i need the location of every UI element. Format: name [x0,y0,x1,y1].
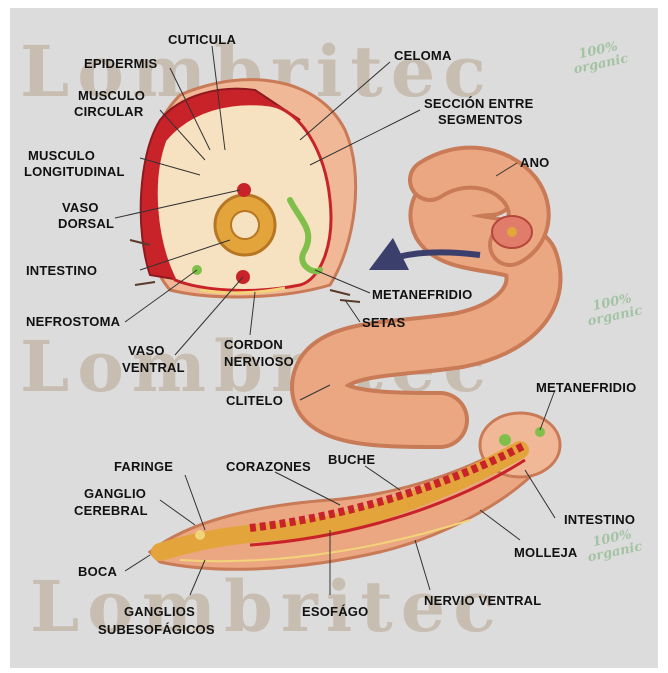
label-boca: BOCA [78,564,117,579]
label-ano: ANO [520,155,550,170]
label-faringe: FARINGE [114,459,173,474]
label-cuticula: CUTICULA [168,32,236,47]
label-musculo-longitudinal-line1: MUSCULO [28,148,95,163]
label-ganglios-subesofagicos-line1: GANGLIOS [124,604,195,619]
label-epidermis: EPIDERMIS [84,56,157,71]
label-intestino-cross-section: INTESTINO [26,263,97,278]
label-corazones: CORAZONES [226,459,311,474]
label-intestino-body: INTESTINO [564,512,635,527]
label-metanefridio-cross-section: METANEFRIDIO [372,287,472,302]
label-seccion-line1: SECCIÓN ENTRE [424,96,534,111]
label-ganglios-subesofagicos-line2: SUBESOFÁGICOS [98,622,215,637]
label-ganglio-cerebral-line2: CEREBRAL [74,503,148,518]
label-molleja: MOLLEJA [514,545,578,560]
label-musculo-circular-line1: MUSCULO [78,88,145,103]
label-musculo-longitudinal-line2: LONGITUDINAL [24,164,125,179]
label-buche: BUCHE [328,452,375,467]
label-nefrostoma: NEFROSTOMA [26,314,120,329]
label-musculo-circular-line2: CIRCULAR [74,104,143,119]
label-nervio-ventral: NERVIO VENTRAL [424,593,541,608]
label-setas: SETAS [362,315,405,330]
label-clitelo: CLITELO [226,393,283,408]
label-celoma: CELOMA [394,48,452,63]
label-ganglio-cerebral-line1: GANGLIO [84,486,146,501]
label-vaso-dorsal-line2: DORSAL [58,216,114,231]
label-esofago: ESOFÁGO [302,604,368,619]
label-vaso-dorsal-line1: VASO [62,200,99,215]
label-vaso-ventral-line1: VASO [128,343,165,358]
cross-section [130,80,360,302]
label-metanefridio-body: METANEFRIDIO [536,380,636,395]
label-vaso-ventral-line2: VENTRAL [122,360,185,375]
label-cordon-nervioso-line2: NERVIOSO [224,354,294,369]
label-cordon-nervioso-line1: CORDON [224,337,283,352]
label-seccion-line2: SEGMENTOS [438,112,523,127]
